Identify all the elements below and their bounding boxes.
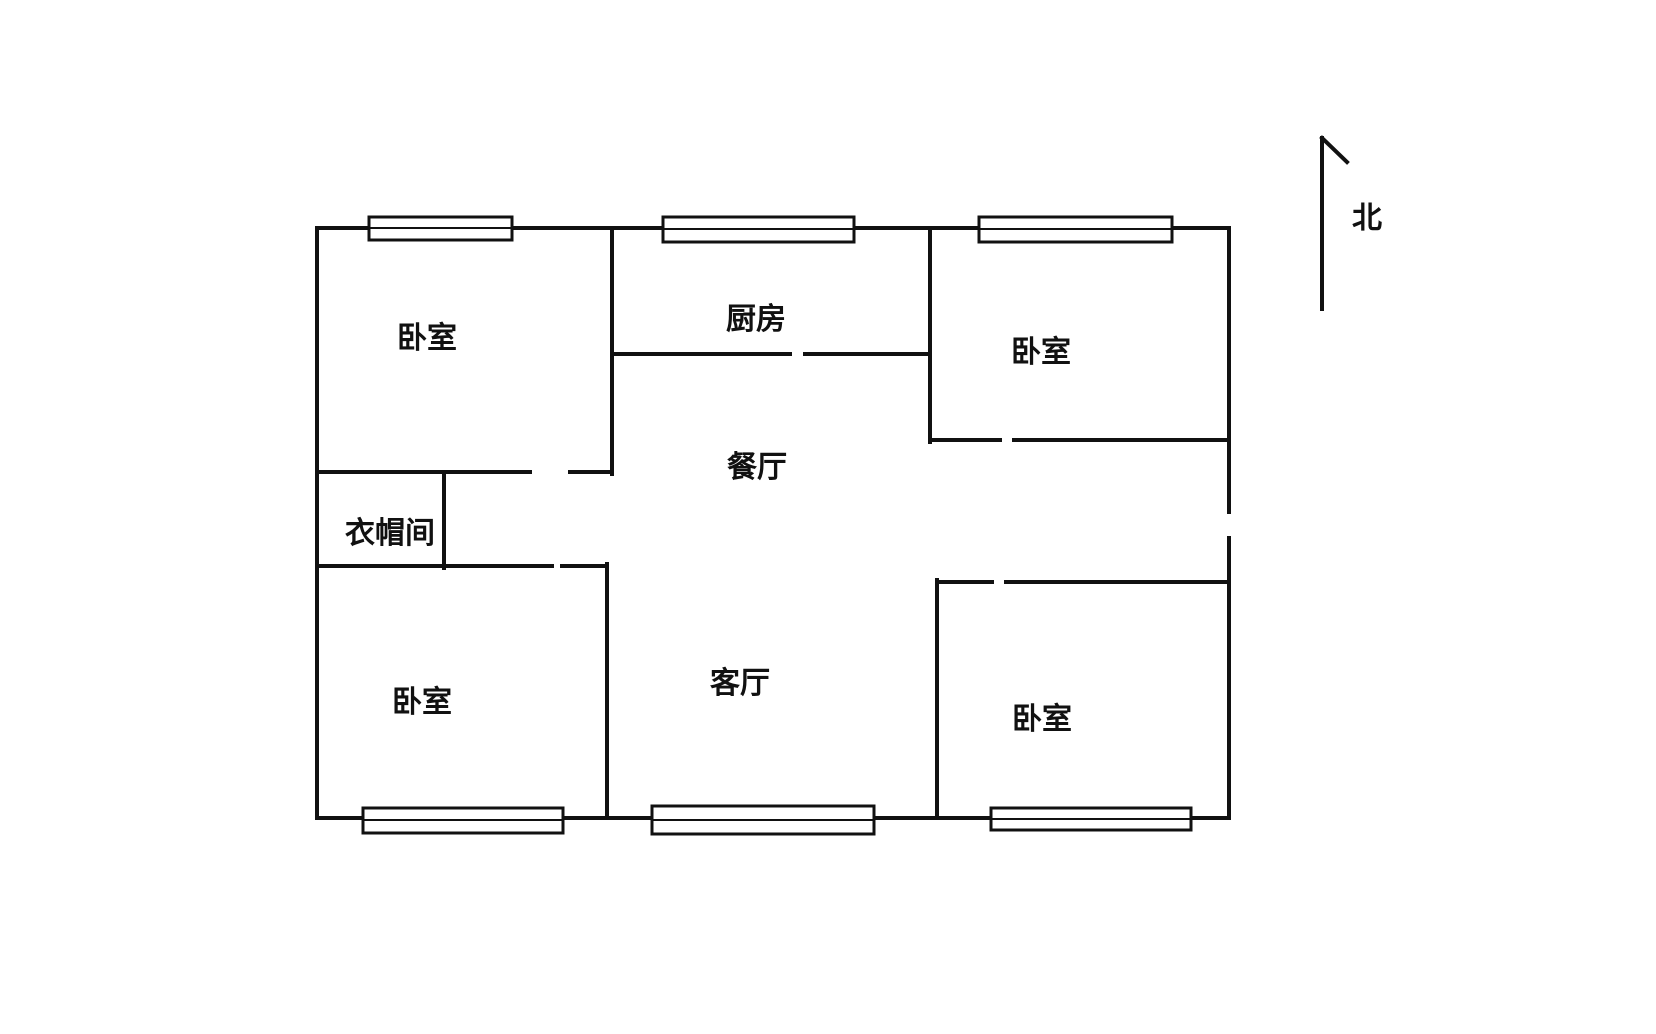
window	[989, 806, 1193, 832]
interior-walls	[315, 226, 1231, 820]
window	[977, 215, 1174, 244]
room-label-bedroom-sw: 卧室	[392, 685, 452, 720]
room-label-bedroom-se: 卧室	[1012, 702, 1072, 737]
room-label-kitchen: 厨房	[726, 302, 786, 337]
windows-bottom	[361, 804, 1193, 836]
window	[650, 804, 876, 836]
room-label-bedroom-ne: 卧室	[1011, 335, 1071, 370]
windows-top	[367, 215, 1174, 244]
compass-label: 北	[1352, 201, 1382, 236]
room-label-living: 客厅	[710, 666, 770, 701]
window	[661, 215, 856, 244]
room-label-bedroom-nw: 卧室	[397, 321, 457, 356]
window	[361, 806, 565, 835]
window	[367, 215, 514, 242]
north-arrow-icon	[1319, 135, 1350, 311]
room-label-cloakroom: 衣帽间	[345, 516, 435, 551]
room-label-dining: 餐厅	[727, 450, 787, 485]
